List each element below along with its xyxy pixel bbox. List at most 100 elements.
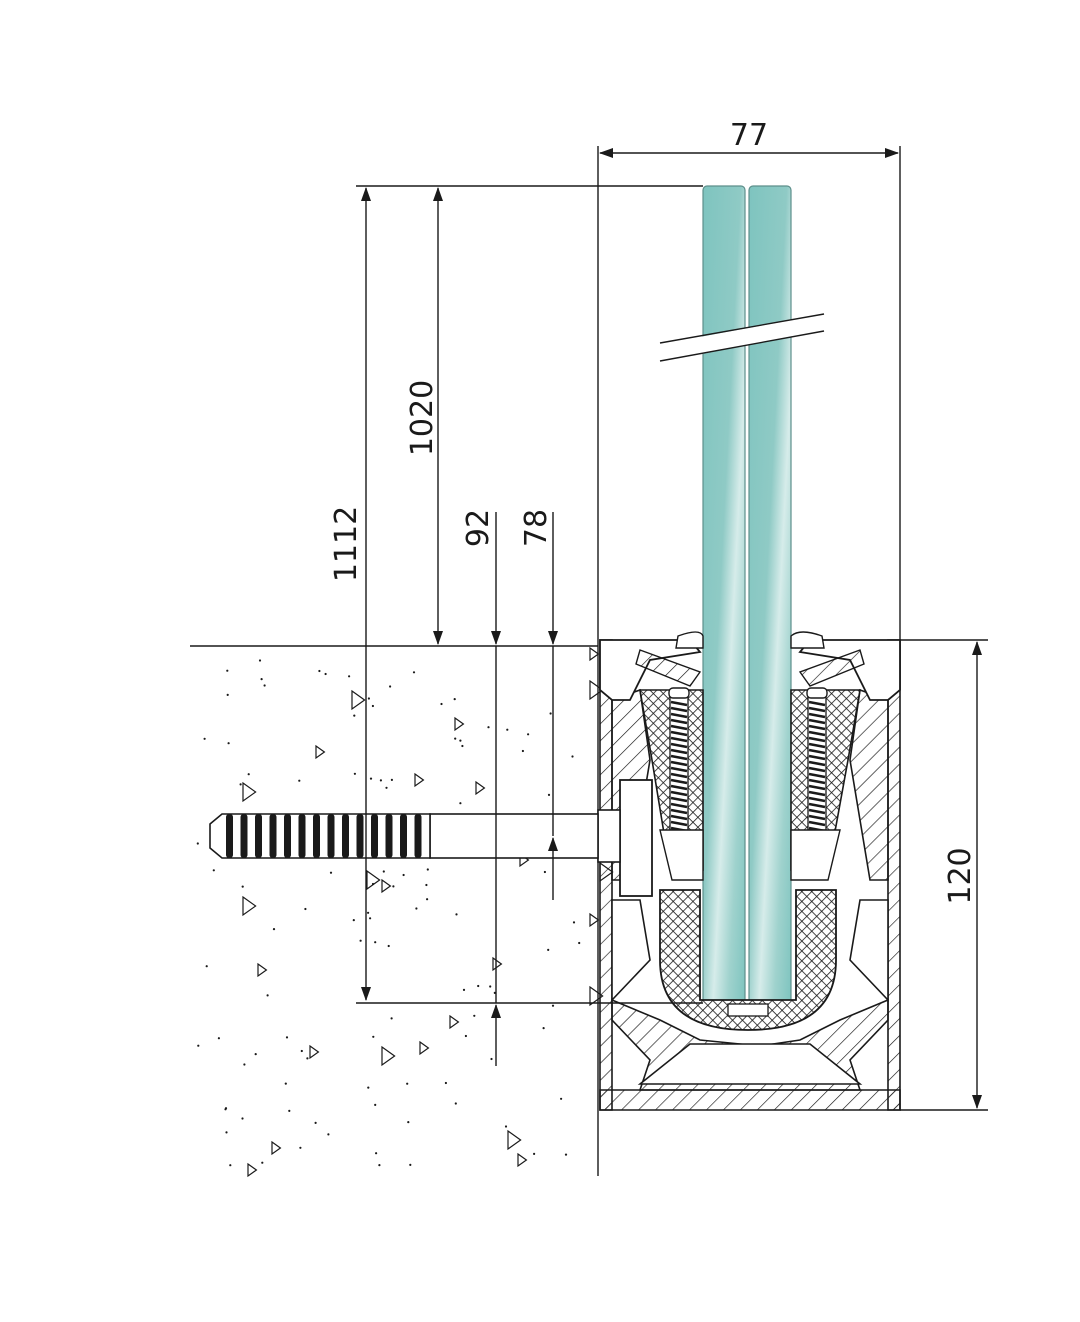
aggregate-dot (266, 994, 269, 997)
aggregate-stone (589, 646, 600, 662)
screw-thread (808, 730, 826, 737)
aggregate-dot (440, 702, 443, 706)
dimension-92-label: 92 (461, 509, 496, 547)
aggregate-dot (304, 907, 307, 911)
aggregate-dot (212, 869, 215, 872)
aggregate-dot (203, 737, 206, 740)
aggregate-dot (226, 669, 229, 672)
screw-thread (808, 778, 826, 785)
screw-thread (808, 724, 826, 731)
aggregate-dot (547, 793, 551, 797)
aggregate-dot (490, 1057, 493, 1061)
aggregate-dot (461, 744, 464, 748)
bolt-rib (226, 814, 233, 858)
dimension-77-label: 77 (730, 118, 768, 153)
screw-thread (670, 742, 688, 749)
aggregate-stone (309, 1044, 320, 1060)
aggregate-dot (327, 1133, 330, 1136)
aggregate-stone (242, 781, 257, 803)
bolt-rib (255, 814, 262, 858)
screw-thread (670, 700, 688, 707)
aggregate-dot (225, 1131, 228, 1134)
aggregate-dot (353, 714, 356, 717)
screw-thread (670, 760, 688, 767)
aggregate-dot (459, 739, 462, 742)
anchor-bolt (209, 779, 653, 897)
screw-thread (670, 796, 688, 803)
aggregate-dot (369, 777, 373, 780)
screw-thread (670, 724, 688, 731)
clamping-wedge-right (790, 687, 861, 881)
aggregate-dot (392, 885, 395, 888)
aggregate-dot (288, 1109, 291, 1112)
bolt-rib (385, 814, 393, 858)
aggregate-dot (549, 712, 552, 715)
aggregate-dot (407, 1121, 410, 1124)
aggregate-dot (521, 749, 525, 753)
aggregate-dot (285, 1036, 289, 1039)
screw-thread (808, 802, 826, 809)
aggregate-dot (329, 871, 333, 874)
screw-thread (670, 820, 688, 827)
dimension-78-label: 78 (519, 509, 554, 547)
aggregate-dot (412, 671, 416, 674)
aggregate-stone (381, 878, 392, 894)
aggregate-stone (247, 1162, 258, 1178)
aggregate-dot (389, 685, 392, 688)
aggregate-dot (239, 783, 242, 786)
aggregate-stone (414, 772, 425, 788)
aggregate-dot (426, 868, 429, 871)
aggregate-dot (306, 1057, 309, 1060)
aggregate-stone (589, 679, 604, 701)
aggregate-dot (527, 733, 530, 736)
concrete-substrate (190, 645, 614, 1178)
aggregate-dot (272, 928, 276, 931)
aggregate-dot (314, 1121, 317, 1124)
aggregate-dot (426, 898, 429, 901)
aggregate-dot (382, 870, 385, 873)
screw-thread (670, 772, 688, 779)
screw-thread (808, 796, 826, 803)
screw-thread (670, 814, 688, 821)
aggregate-stone (492, 956, 503, 972)
aggregate-dot (247, 773, 250, 776)
screw-thread (670, 790, 688, 797)
aggregate-dot (224, 1108, 227, 1111)
aggregate-stone (366, 869, 381, 891)
aggregate-dot (243, 1063, 246, 1066)
aggregate-dot (506, 728, 509, 731)
screw-thread (808, 742, 826, 749)
aggregate-dot (547, 948, 550, 952)
screw-thread (808, 718, 826, 725)
screw-thread (808, 736, 826, 743)
aggregate-dot (299, 1146, 302, 1149)
bolt-rib (298, 814, 306, 858)
bolt-rib (414, 814, 422, 858)
aggregate-dot (196, 842, 199, 845)
aggregate-stone (315, 744, 326, 760)
aggregate-dot (318, 669, 321, 673)
aluminium-base-profile (599, 631, 901, 1111)
aggregate-dot (227, 742, 230, 745)
bolt-rib (327, 814, 335, 858)
rubber-u-gasket (659, 889, 837, 1031)
bolt-rib (240, 814, 248, 858)
screw-thread (670, 718, 688, 725)
aggregate-dot (572, 921, 576, 924)
aggregate-stone (454, 716, 465, 732)
aggregate-dot (455, 913, 458, 916)
aggregate-dot (477, 984, 480, 988)
aggregate-dot (367, 911, 370, 914)
aggregate-dot (375, 1152, 378, 1155)
aggregate-dot (504, 1125, 508, 1128)
bolt-rib (284, 814, 291, 858)
aggregate-stone (517, 1152, 528, 1168)
screw-thread (808, 772, 826, 779)
aggregate-stone (351, 689, 366, 711)
aggregate-dot (372, 1035, 375, 1038)
aggregate-dot (369, 917, 372, 920)
aggregate-dot (533, 1152, 536, 1155)
aggregate-dot (444, 1081, 447, 1085)
aggregate-dot (578, 941, 581, 945)
aggregate-dot (258, 659, 262, 662)
